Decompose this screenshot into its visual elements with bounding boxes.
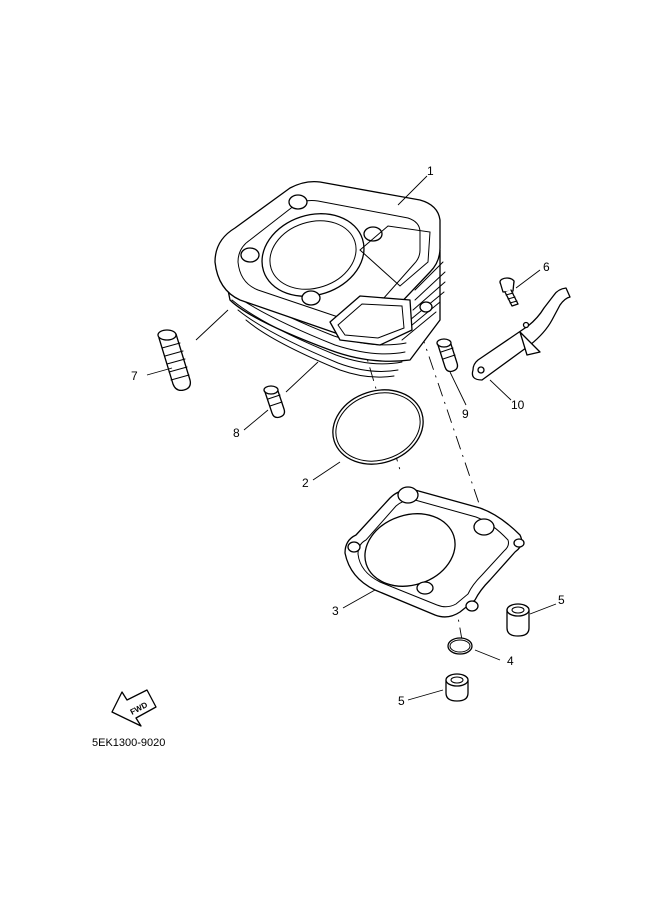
- callout-5-right: 5: [558, 593, 565, 607]
- diagram-code: 5EK1300-9020: [92, 737, 165, 749]
- small-o-ring: [447, 637, 473, 655]
- guide-bracket: [471, 287, 571, 381]
- bolt: [499, 277, 519, 307]
- callout-10: 10: [511, 398, 525, 412]
- callout-6: 6: [543, 260, 550, 274]
- callout-1: 1: [427, 164, 434, 178]
- cylinder-block: [214, 180, 446, 378]
- stud-bolt-short-right: [436, 338, 459, 373]
- leader-lines: [146, 175, 557, 701]
- callout-5-left: 5: [398, 694, 405, 708]
- callout-2: 2: [302, 476, 309, 490]
- o-ring: [332, 389, 424, 465]
- callout-7: 7: [131, 369, 138, 383]
- stud-bolt-long: [157, 329, 192, 392]
- base-gasket: [344, 486, 525, 618]
- callout-3: 3: [332, 604, 339, 618]
- callout-9: 9: [462, 407, 469, 421]
- callout-8: 8: [233, 426, 240, 440]
- dowel-pin-right: [506, 603, 530, 637]
- callout-4: 4: [507, 654, 514, 668]
- fwd-arrow-icon: FWD: [111, 689, 157, 727]
- dowel-pin-left: [445, 673, 469, 702]
- stud-bolt-short-left: [263, 385, 286, 419]
- callouts: 1 2 3 4 5 5 6 7 8 9 10: [131, 164, 565, 708]
